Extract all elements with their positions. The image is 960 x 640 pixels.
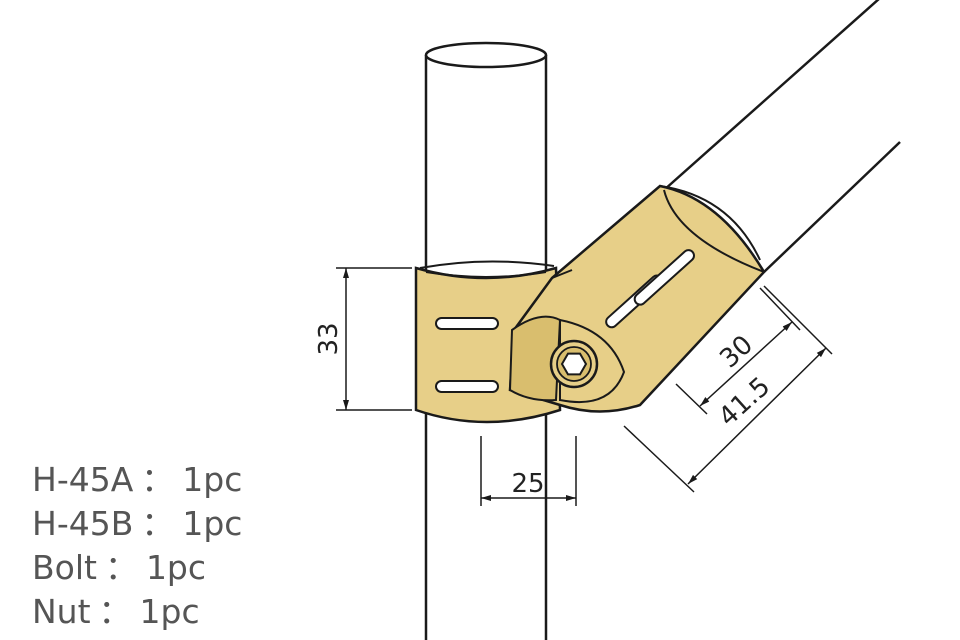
dimension-41-5-label: 41.5	[713, 372, 776, 433]
parts-list-item: Bolt：1pc	[32, 546, 242, 590]
parts-list-item: Nut：1pc	[32, 590, 242, 634]
parts-list: H-45A：1pc H-45B：1pc Bolt：1pc Nut：1pc	[32, 458, 242, 634]
dimension-width: 25	[480, 436, 577, 506]
clamp-slot	[435, 380, 499, 393]
part-separator: ：	[141, 460, 175, 499]
part-qty: 1pc	[182, 460, 243, 499]
part-separator: ：	[104, 548, 138, 587]
parts-list-item: H-45A：1pc	[32, 458, 242, 502]
clamp-slot	[633, 249, 695, 306]
dimension-30-label: 30	[714, 330, 759, 374]
part-qty: 1pc	[182, 504, 243, 543]
diagonal-pipe	[663, 0, 960, 273]
part-qty: 1pc	[139, 592, 200, 631]
part-name: H-45B	[32, 504, 134, 543]
bolt-icon	[549, 339, 599, 389]
part-name: Nut	[32, 592, 91, 631]
dimension-33-label: 33	[314, 322, 344, 355]
part-separator: ：	[98, 592, 132, 631]
part-separator: ：	[141, 504, 175, 543]
dimension-height: 33	[314, 267, 412, 411]
dimension-25-label: 25	[511, 469, 544, 499]
clamp-slot	[435, 317, 499, 330]
parts-list-item: H-45B：1pc	[32, 502, 242, 546]
part-qty: 1pc	[145, 548, 207, 587]
part-name: H-45A	[32, 460, 134, 499]
part-name: Bolt	[32, 548, 97, 587]
